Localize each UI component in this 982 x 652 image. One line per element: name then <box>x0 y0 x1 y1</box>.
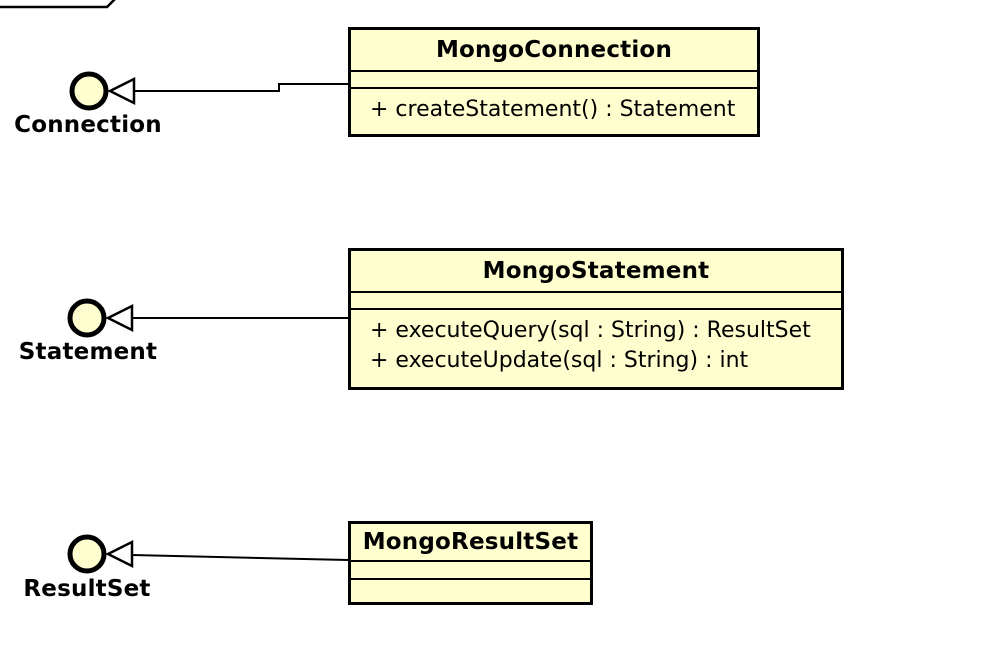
compartment-separator <box>351 87 757 89</box>
attributes-compartment <box>351 293 841 308</box>
class-box-mongoresultset: MongoResultSet <box>348 521 593 605</box>
compartment-separator <box>351 70 757 72</box>
realization-connector-resultset <box>67 534 349 574</box>
interface-label-connection: Connection <box>14 112 162 138</box>
compartment-separator <box>351 578 590 580</box>
class-name-mongoresultset: MongoResultSet <box>362 529 579 555</box>
interface-label-resultset: ResultSet <box>23 576 151 602</box>
class-name-mongoconnection: MongoConnection <box>435 37 673 63</box>
attributes-compartment <box>351 562 590 578</box>
realization-line-connection <box>134 83 348 92</box>
interface-lollipop-icon-statement <box>67 298 107 338</box>
frame-tab-border <box>0 0 116 9</box>
realization-line-resultset <box>131 554 349 561</box>
interface-label-statement: Statement <box>18 339 158 365</box>
class-box-mongostatement: MongoStatement + executeQuery(sql : Stri… <box>348 248 844 390</box>
realization-connector-statement <box>67 298 348 338</box>
methods-compartment <box>351 580 590 602</box>
method-executeupdate: + executeUpdate(sql : String) : int <box>370 348 749 373</box>
method-executequery: + executeQuery(sql : String) : ResultSet <box>370 318 811 343</box>
compartment-separator <box>351 560 590 562</box>
interface-lollipop-icon-resultset <box>67 534 107 574</box>
method-createstatement: + createStatement() : Statement <box>370 97 736 122</box>
realization-arrowhead-icon-resultset <box>105 539 134 569</box>
realization-arrowhead-icon-statement <box>105 303 134 333</box>
realization-arrowhead-icon-connection <box>107 76 136 106</box>
methods-compartment: + executeQuery(sql : String) : ResultSet… <box>351 310 841 387</box>
interface-lollipop-icon-connection <box>69 71 109 111</box>
compartment-separator <box>351 291 841 293</box>
compartment-separator <box>351 308 841 310</box>
class-name-mongostatement: MongoStatement <box>482 258 710 284</box>
attributes-compartment <box>351 72 757 87</box>
realization-connector-connection <box>69 71 348 111</box>
class-box-mongoconnection: MongoConnection + createStatement() : St… <box>348 27 760 137</box>
methods-compartment: + createStatement() : Statement <box>351 89 757 134</box>
